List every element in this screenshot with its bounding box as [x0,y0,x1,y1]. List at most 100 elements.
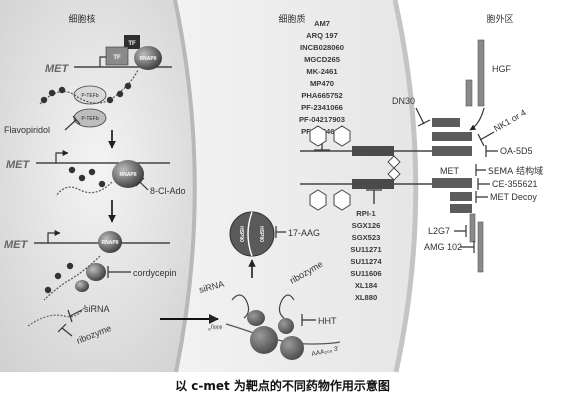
nk-inhibit [477,131,495,147]
rnap-label-2: RNAPII [120,172,138,178]
hsp90-circle [229,211,275,257]
hgf-label: HGF [492,64,512,74]
ribosome-1-large [250,326,278,354]
hsp90-complex: HSP90 HSP90 17-AAG [229,211,320,278]
tki-top-0: AM7 [314,19,330,28]
mrna-cap: ₈ᴳᵖᵖᵖ [208,325,223,332]
met-receptor-label: MET [440,166,460,176]
ribosome-2-small [278,318,294,334]
transcription-termination-panel: MET RNAPII cordycepin siRNA ribozyme [4,230,219,346]
tki-bottom-4: SU11274 [350,257,382,266]
ptefb-label-2: P-TEFb [81,116,98,122]
tki-bottom-3: SU11271 [350,245,382,254]
rnap-tail-1 [39,69,139,105]
sema-label: SEMA 结构域 [488,165,543,177]
chloroado-inhibit [135,177,149,191]
met-ecd-lower-2 [450,192,472,201]
extracellular-title: 胞外区 [486,13,513,25]
phospho-dots-3 [44,262,74,294]
tki-list-bottom: RPI-1 SGX126 SGX523 SU11271 SU11274 SU11… [350,209,382,302]
met-gene-label-1: MET [45,63,70,75]
tki-top-5: MP470 [310,79,334,88]
hgf-antibody-target [469,213,484,273]
chloroado-label: 8-Cl-Ado [150,186,186,196]
rnap-ball-2 [112,160,144,188]
transcription-elongation-panel: MET RNAPII 8-Cl-Ado [6,150,186,223]
hgf-target-bar-2 [477,221,484,273]
tki-bottom-0: RPI-1 [356,209,376,218]
ptyr-diamonds-lower [387,167,401,181]
kinase-domain-lower [352,179,394,189]
flavopiridol-inhibit [64,115,81,131]
nucleus-region [0,0,195,372]
met-ecd-upper-2 [432,132,472,141]
tf-label-back: TF [128,41,136,47]
met-receptor-upper [432,118,472,156]
met-gene-label-3: MET [4,239,29,251]
tki-bottom-5: SU11606 [350,269,381,278]
tki-top-4: MK-2461 [306,67,338,76]
tf-box [105,46,129,66]
ptefb-label-1: P-TEFb [81,93,98,99]
ribosome-mrna: ₈ᴳᵖᵖᵖ siRNA ribozyme HHT AAA₂₀₀ 3' [198,259,341,360]
cordycepin-label: cordycepin [133,268,177,278]
phospho-dots-1 [40,82,132,104]
hgf-target-bar-1 [469,213,476,243]
met-receptor-lower [432,178,472,213]
tki-top-1: ARQ 197 [306,31,338,40]
tki-top-8: PF-04217903 [299,115,345,124]
dn30-inhibit [415,107,431,127]
dn30-label: DN30 [392,96,415,106]
kinase-domain-upper [352,146,394,156]
hsp90-label-right: HSP90 [258,226,264,242]
ce-inhibit [477,178,490,190]
met-ecd-lower-3 [450,204,472,213]
hht-label: HHT [318,316,337,326]
hgf-bar-1 [465,79,473,107]
hgf-bar-2 [477,39,485,107]
rnap-label-3: RNAPII [102,240,120,246]
phospho-dots-2 [68,166,106,188]
tki-bottom-6: XL184 [355,281,378,290]
tki-bottom-7: XL880 [355,293,377,302]
amg-inhibit [460,241,475,253]
sema-inhibit [475,164,486,176]
hsp90-label-left: HSP90 [238,226,244,242]
tss-arrow-2 [55,150,69,163]
hsp90-split [247,211,253,257]
met-ecd-upper-1 [432,118,460,127]
tki-top-7: PF-2341066 [301,103,343,112]
nuc-sirna-inhibit [67,309,83,323]
hsp90-drug-inhibit [275,226,286,238]
oa5d5-label: OA-5D5 [500,146,533,156]
tki-top-2: INCB028060 [300,43,344,52]
met-ecd-lower-1 [432,178,472,188]
adapter-hexagons-lower [309,189,351,211]
nuc-ribozyme-inhibit [57,323,73,337]
tki-bottom-1: SGX126 [352,221,381,230]
amg-label: AMG 102 [424,242,462,252]
cpsf-ball [75,280,89,292]
cyto-sirna-strand [231,294,250,319]
cytoplasm-title: 细胞质 [278,13,305,25]
cordycepin-inhibit [107,266,131,278]
tki-bottom-2: SGX523 [352,233,381,242]
pap-ball [86,263,106,281]
nascent-rna-3 [43,255,101,301]
l2g7-inhibit [454,225,467,237]
flavopiridol-label: Flavopiridol [4,125,50,135]
rnap-ball-3 [98,231,122,253]
tss-arrow-3 [47,230,61,243]
hsp90-drug-label: 17-AAG [288,228,320,238]
hht-inhibit [301,314,316,326]
ribosome-1-small [247,310,265,326]
l2g7-label: L2G7 [428,226,450,236]
nuc-sirna-label: siRNA [84,304,110,314]
released-rna [27,303,87,327]
decoy-inhibit [475,191,488,203]
nucleus-title: 细胞核 [68,13,95,25]
tf-label: TF [113,55,121,61]
nuclear-envelope [173,0,197,373]
tki-bottom-inhibit [366,189,382,204]
